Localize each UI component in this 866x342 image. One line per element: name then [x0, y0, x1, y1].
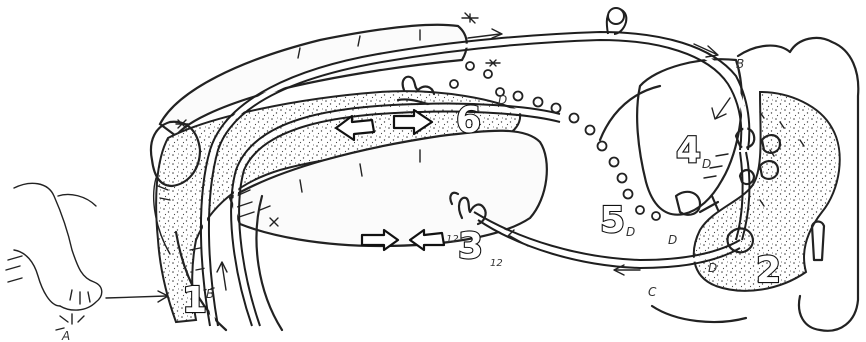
label-a: A [61, 329, 70, 342]
label-d-right: D [708, 261, 717, 275]
label-d-mid: D [626, 225, 635, 239]
stage-5-label: 5 [600, 200, 625, 241]
stage-2-label: 2 [756, 250, 781, 291]
spark-icon-mid [486, 60, 500, 66]
ganglion-cell [607, 8, 627, 34]
label-c: C [648, 285, 657, 299]
spinal-cord [600, 38, 858, 331]
stimulus-arrow-icon [106, 291, 168, 302]
label-d-center: D [702, 157, 711, 171]
stage-6-label: 6 [456, 100, 481, 141]
label-12-lower: 12 [490, 258, 503, 269]
label-d-low: D [668, 233, 677, 247]
label-12-upper: 12 [446, 234, 459, 245]
stimulus-spark-icon [56, 314, 84, 330]
label-d-top: D [498, 93, 507, 107]
stage-4-label: 4 [676, 130, 701, 171]
stage-3-label: 3 [458, 226, 483, 267]
stage-1-label: 1 [182, 280, 207, 321]
label-b-foot: B [206, 287, 214, 301]
label-b-top: B [736, 57, 744, 71]
spark-icon-top [462, 13, 478, 23]
foot-illustration [6, 183, 102, 310]
